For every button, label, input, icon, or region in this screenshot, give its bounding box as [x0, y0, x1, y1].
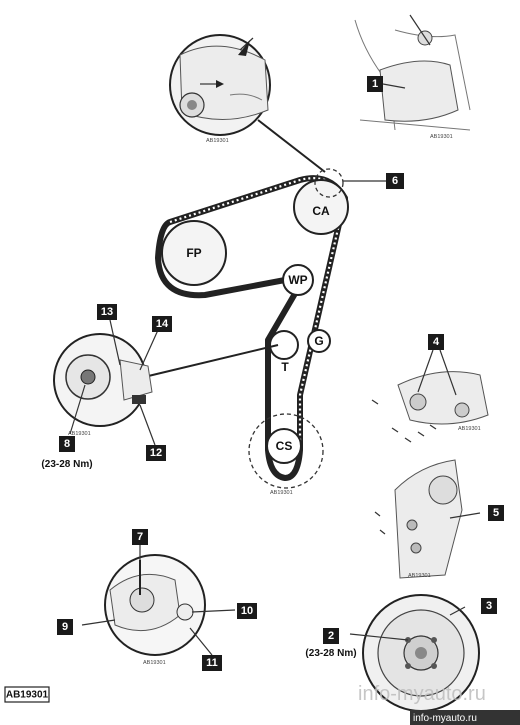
svg-text:2: 2 [328, 630, 334, 642]
label-t: T [281, 360, 289, 374]
watermark-main: info-myauto.ru [358, 683, 486, 705]
svg-text:14: 14 [156, 318, 169, 330]
svg-text:5: 5 [493, 507, 499, 519]
svg-text:1: 1 [372, 78, 378, 90]
tensioner-pulley [269, 330, 299, 360]
svg-text:9: 9 [62, 621, 68, 633]
belt-drive: CA FP WP G T CS AB19301 [155, 168, 349, 496]
ref-tensioner: AB19301 [68, 431, 91, 437]
label-wp: WP [288, 273, 307, 287]
svg-text:8: 8 [64, 438, 70, 450]
svg-text:7: 7 [137, 531, 143, 543]
dashed-circle-crank-mark [248, 413, 324, 489]
water-pump-pulley [282, 264, 314, 296]
callout-1: 1 [367, 76, 383, 92]
callout-7: 7 [132, 529, 148, 545]
callout-5: 5 [488, 505, 504, 521]
svg-text:13: 13 [101, 306, 113, 318]
crankshaft-pulley [266, 428, 302, 464]
callout-4: 4 [428, 334, 444, 350]
tensioner-detail: AB19301 [53, 319, 159, 446]
callout-9: 9 [57, 619, 73, 635]
svg-text:6: 6 [392, 175, 398, 187]
label-ca: CA [312, 204, 330, 218]
torque-tensioner: (23-28 Nm) [41, 459, 92, 470]
engine-detail-top-right: AB19301 [354, 14, 471, 140]
camshaft-pulley [293, 179, 349, 235]
callout-10: 10 [237, 603, 257, 619]
ref-lower-cover: AB19301 [408, 573, 431, 579]
leader-camshaft [257, 119, 326, 173]
callout-3: 3 [481, 598, 497, 614]
label-cs: CS [276, 439, 293, 453]
callout-2: 2 [323, 628, 339, 644]
ref-pointer: AB19301 [143, 660, 166, 666]
cover-bolts-detail: AB19301 [371, 349, 489, 443]
callout-14: 14 [152, 316, 172, 332]
leader-tensioner [139, 344, 279, 379]
callout-13: 13 [97, 304, 117, 320]
callout-11: 11 [202, 655, 222, 671]
camshaft-detail: AB19301 [169, 34, 271, 144]
lower-cover-detail: AB19301 [374, 459, 481, 579]
label-fp: FP [186, 246, 201, 260]
timing-belt [155, 175, 348, 481]
torque-crank: (23-28 Nm) [305, 648, 356, 659]
guide-pulley [307, 329, 331, 353]
ref-main-belt: AB19301 [270, 490, 293, 496]
figure-code: AB19301 [4, 686, 50, 703]
svg-text:10: 10 [241, 605, 253, 617]
callout-12: 12 [146, 445, 166, 461]
svg-text:12: 12 [150, 447, 162, 459]
svg-text:3: 3 [486, 600, 492, 612]
crank-pulley-detail [349, 594, 480, 712]
callout-6: 6 [386, 173, 404, 189]
svg-text:4: 4 [433, 336, 440, 348]
ref-cover-bolts: AB19301 [458, 426, 481, 432]
ref-camshaft: AB19301 [206, 138, 229, 144]
watermark-small: info-myauto.ru [413, 713, 477, 724]
svg-text:AB19301: AB19301 [6, 690, 49, 701]
pointer-detail: AB19301 [81, 545, 236, 666]
svg-text:11: 11 [206, 657, 218, 669]
dashed-circle-cam-mark [314, 168, 344, 198]
label-g: G [314, 334, 323, 348]
callout-8: 8 [59, 436, 75, 452]
ref-top-right: AB19301 [430, 134, 453, 140]
fuel-pump-pulley [161, 220, 227, 286]
